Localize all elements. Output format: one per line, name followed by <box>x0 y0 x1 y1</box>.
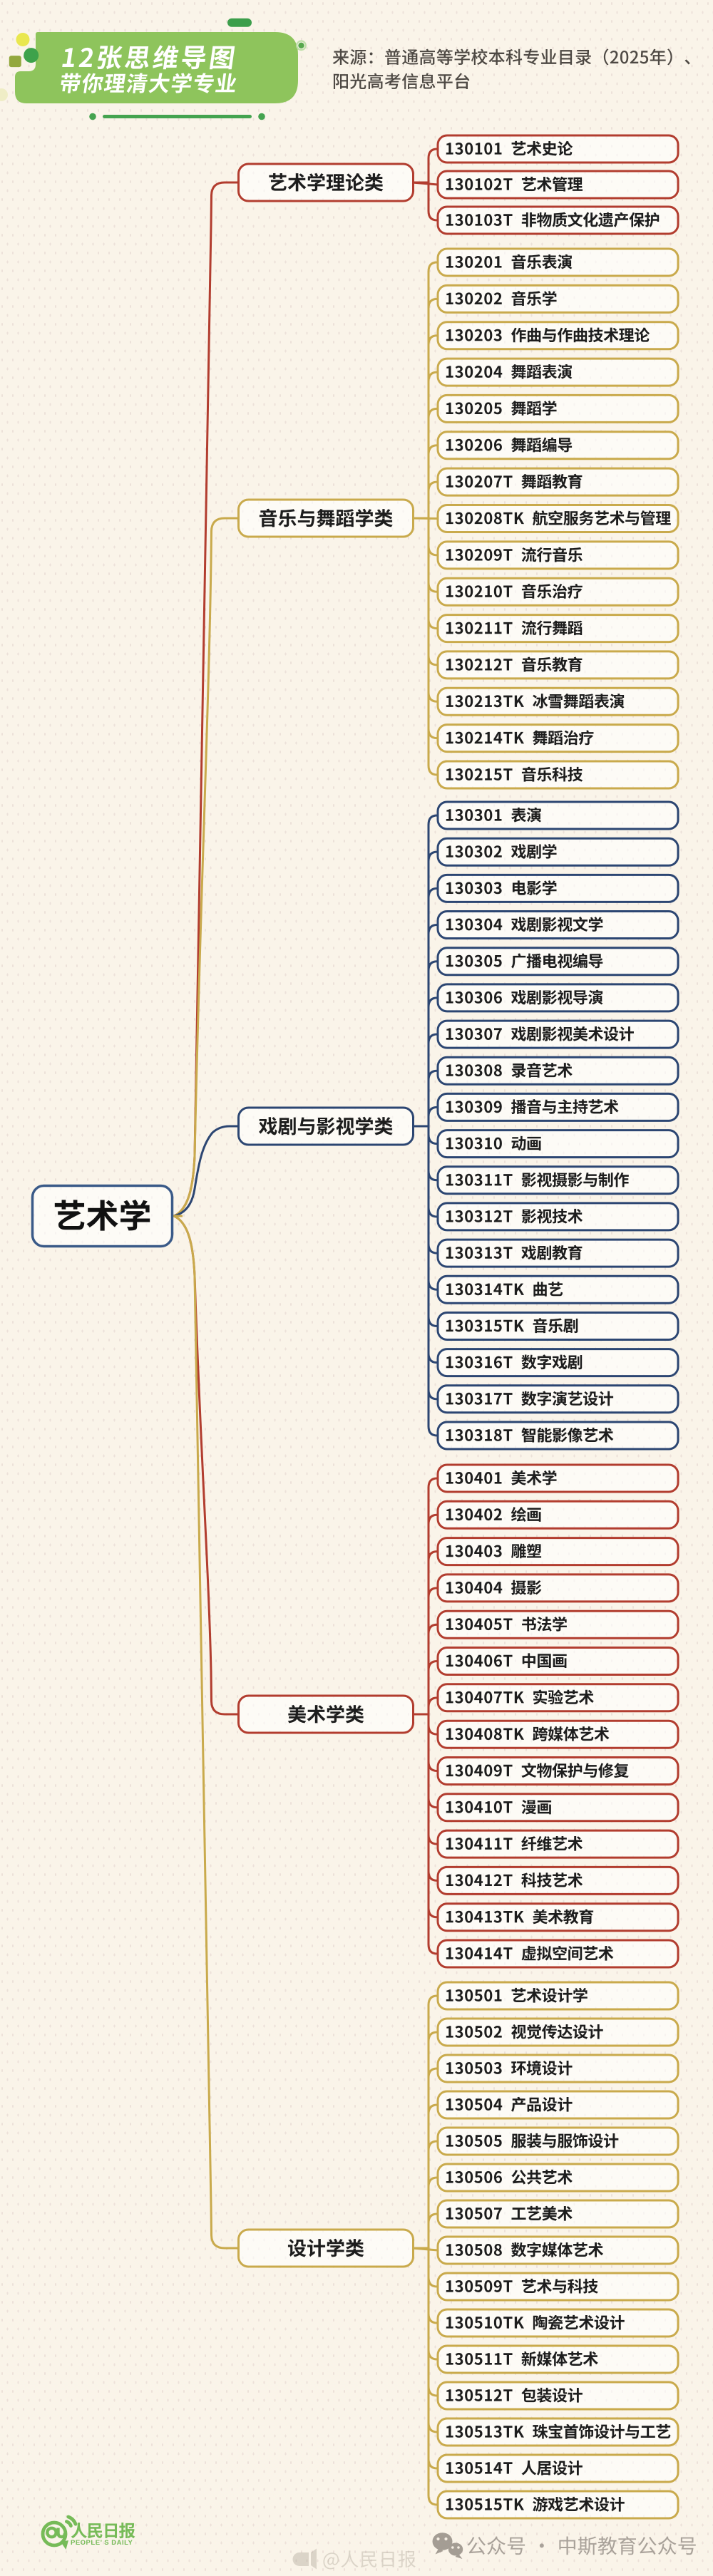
svg-text:PEOPLE’ S DAILY: PEOPLE’ S DAILY <box>71 2539 133 2547</box>
